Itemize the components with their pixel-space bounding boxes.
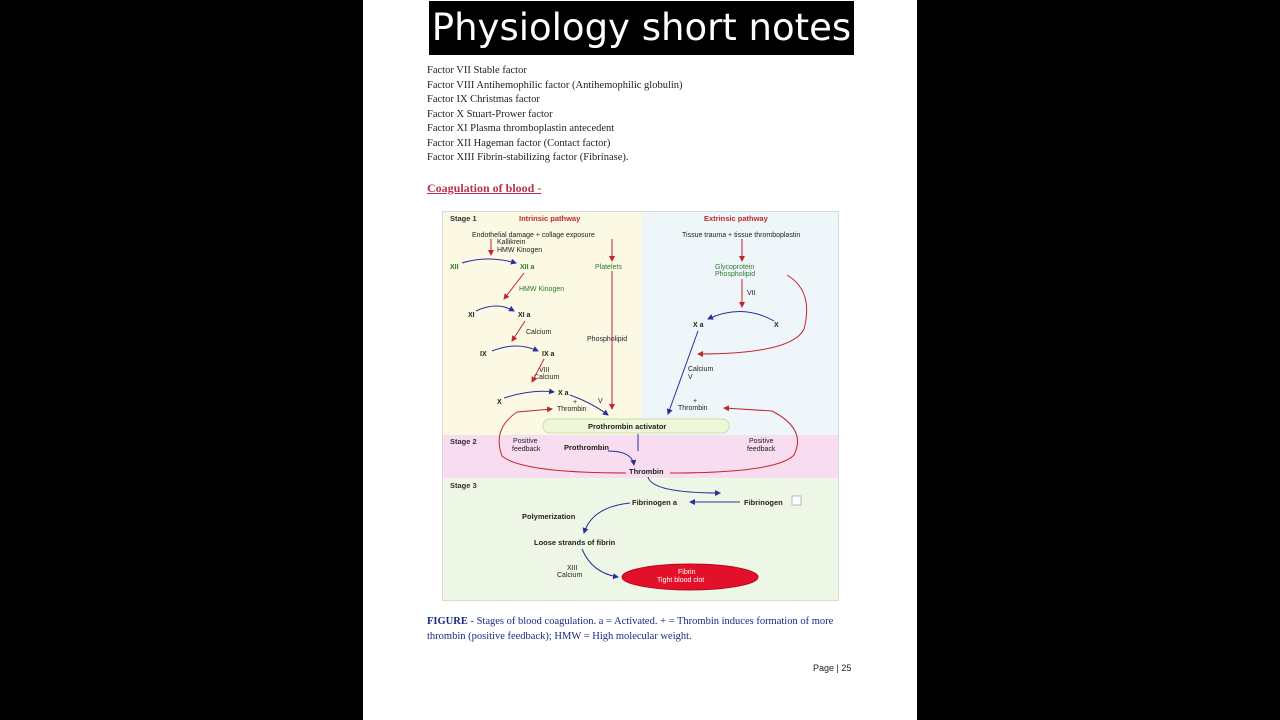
fibrin-clot-shape bbox=[621, 563, 759, 591]
xii-label: XII bbox=[450, 264, 459, 271]
phospholipid-ext-label: Phospholipid bbox=[715, 271, 755, 278]
prothrombin-activator-bar bbox=[542, 418, 730, 434]
arrow bbox=[461, 258, 517, 265]
polymerization-label: Polymerization bbox=[522, 512, 576, 521]
x-right-label: X bbox=[774, 322, 779, 329]
v-left-label: V bbox=[598, 398, 603, 405]
arrow bbox=[666, 330, 699, 415]
stage2-label: Stage 2 bbox=[450, 437, 477, 446]
arrow bbox=[511, 320, 526, 342]
prothrombin-label: Prothrombin bbox=[564, 443, 609, 452]
positive-feedback-left: feedback bbox=[512, 446, 541, 453]
viii-label: VIII bbox=[539, 367, 550, 374]
kallikrein-label: Kallikrein bbox=[497, 239, 526, 246]
factor-item: Factor VII Stable factor bbox=[427, 65, 527, 76]
extrinsic-pathway-label: Extrinsic pathway bbox=[704, 214, 769, 223]
arrow bbox=[491, 345, 539, 352]
tight-clot-label: Tight blood clot bbox=[657, 577, 704, 584]
figure-border bbox=[442, 211, 839, 601]
factor-item: Factor XIII Fibrin-stabilizing factor (F… bbox=[427, 152, 629, 163]
hmw-kinogen-label: HMW Kinogen bbox=[519, 286, 564, 293]
arrow bbox=[503, 388, 555, 399]
hmw-kinogen-label: HMW Kinogen bbox=[497, 247, 542, 254]
calcium-label: Calcium bbox=[557, 572, 582, 579]
vii-label: VII bbox=[747, 290, 756, 297]
arrow bbox=[707, 310, 775, 322]
platelets-label: Platelets bbox=[595, 264, 622, 271]
factor-item: Factor X Stuart-Prower factor bbox=[427, 108, 553, 120]
stage1-label: Stage 1 bbox=[450, 214, 477, 223]
calcium-label: Calcium bbox=[526, 329, 551, 336]
coagulation-diagram: Stage 1 Stage 2 Stage 3 Intrinsic pathwa… bbox=[442, 211, 839, 601]
v-right-label: V bbox=[688, 374, 693, 381]
arrow bbox=[607, 450, 637, 466]
positive-feedback-right: Positive bbox=[749, 438, 774, 445]
arrow bbox=[531, 358, 545, 383]
arrow bbox=[647, 476, 721, 496]
fibrin-label: Fibrin bbox=[678, 569, 696, 576]
factor-list: Factor VII Stable factor Factor VIII Ant… bbox=[427, 64, 683, 166]
feedback-arrow-right bbox=[669, 405, 798, 474]
arrow bbox=[582, 502, 631, 534]
positive-feedback-left: Positive bbox=[513, 438, 538, 445]
xa-left-label: X a bbox=[558, 390, 569, 397]
glycoprotein-label: Glycoprotein bbox=[715, 264, 754, 271]
phospholipid-label: Phospholipid bbox=[587, 336, 627, 343]
xa-right-label: X a bbox=[693, 322, 704, 329]
positive-feedback-right: feedback bbox=[747, 446, 776, 453]
arrow bbox=[503, 272, 525, 300]
xi-label: XI bbox=[468, 312, 475, 319]
plus-left-label: + bbox=[573, 399, 577, 406]
fibrinogen-a-label: Fibrinogen a bbox=[632, 498, 678, 507]
stage3-label: Stage 3 bbox=[450, 481, 477, 490]
stage1-intrinsic-bg bbox=[442, 211, 642, 435]
factor-item: Factor XI Plasma thromboplastin antecede… bbox=[427, 123, 615, 134]
prothrombin-activator-label: Prothrombin activator bbox=[588, 422, 666, 431]
feedback-arrow-left bbox=[498, 406, 627, 474]
intrinsic-pathway-label: Intrinsic pathway bbox=[519, 214, 581, 223]
page-title: Physiology short notes bbox=[429, 1, 854, 55]
thrombin-left-label: Thrombin bbox=[557, 406, 587, 413]
factor-item: Factor XII Hageman factor (Contact facto… bbox=[427, 137, 611, 149]
stage2-bg bbox=[442, 435, 839, 478]
arrow bbox=[581, 548, 619, 580]
tissue-trauma-label: Tissue trauma + tissue thromboplastin bbox=[682, 232, 800, 239]
arrow bbox=[697, 274, 808, 357]
figure-caption: FIGURE - Stages of blood coagulation. a … bbox=[427, 615, 857, 644]
arrow bbox=[475, 305, 515, 312]
caption-label: FIGURE bbox=[427, 616, 468, 627]
fibrinogen-label: Fibrinogen bbox=[744, 498, 783, 507]
stage1-extrinsic-bg bbox=[642, 211, 839, 435]
xia-label: XI a bbox=[518, 312, 531, 319]
plus-right-label: + bbox=[693, 398, 697, 405]
section-heading: Coagulation of blood - bbox=[427, 181, 542, 195]
ix-label: IX bbox=[480, 351, 487, 358]
x-left-label: X bbox=[497, 399, 502, 406]
ixa-label: IX a bbox=[542, 351, 555, 358]
factor-item: Factor IX Christmas factor bbox=[427, 94, 540, 105]
thrombin-right-label: Thrombin bbox=[678, 405, 708, 412]
page-number: Page | 25 bbox=[813, 663, 852, 673]
calcium-ext-label: Calcium bbox=[688, 366, 713, 373]
factor-item: Factor VIII Antihemophilic factor (Antih… bbox=[427, 79, 683, 91]
caption-text: - Stages of blood coagulation. a = Activ… bbox=[427, 616, 834, 642]
endothelial-label: Endothelial damage + collage exposure bbox=[472, 232, 595, 239]
arrow bbox=[569, 394, 609, 416]
fibrinogen-box bbox=[791, 495, 802, 506]
calcium-label: Calcium bbox=[534, 374, 559, 381]
diagram-svg: Stage 1 Stage 2 Stage 3 Intrinsic pathwa… bbox=[442, 211, 839, 601]
thrombin-label: Thrombin bbox=[629, 467, 664, 476]
document-page: Physiology short notes Factor VII Stable… bbox=[363, 0, 917, 720]
loose-strands-label: Loose strands of fibrin bbox=[534, 538, 616, 547]
xiia-label: XII a bbox=[520, 264, 535, 271]
xiii-label: XIII bbox=[567, 565, 578, 572]
